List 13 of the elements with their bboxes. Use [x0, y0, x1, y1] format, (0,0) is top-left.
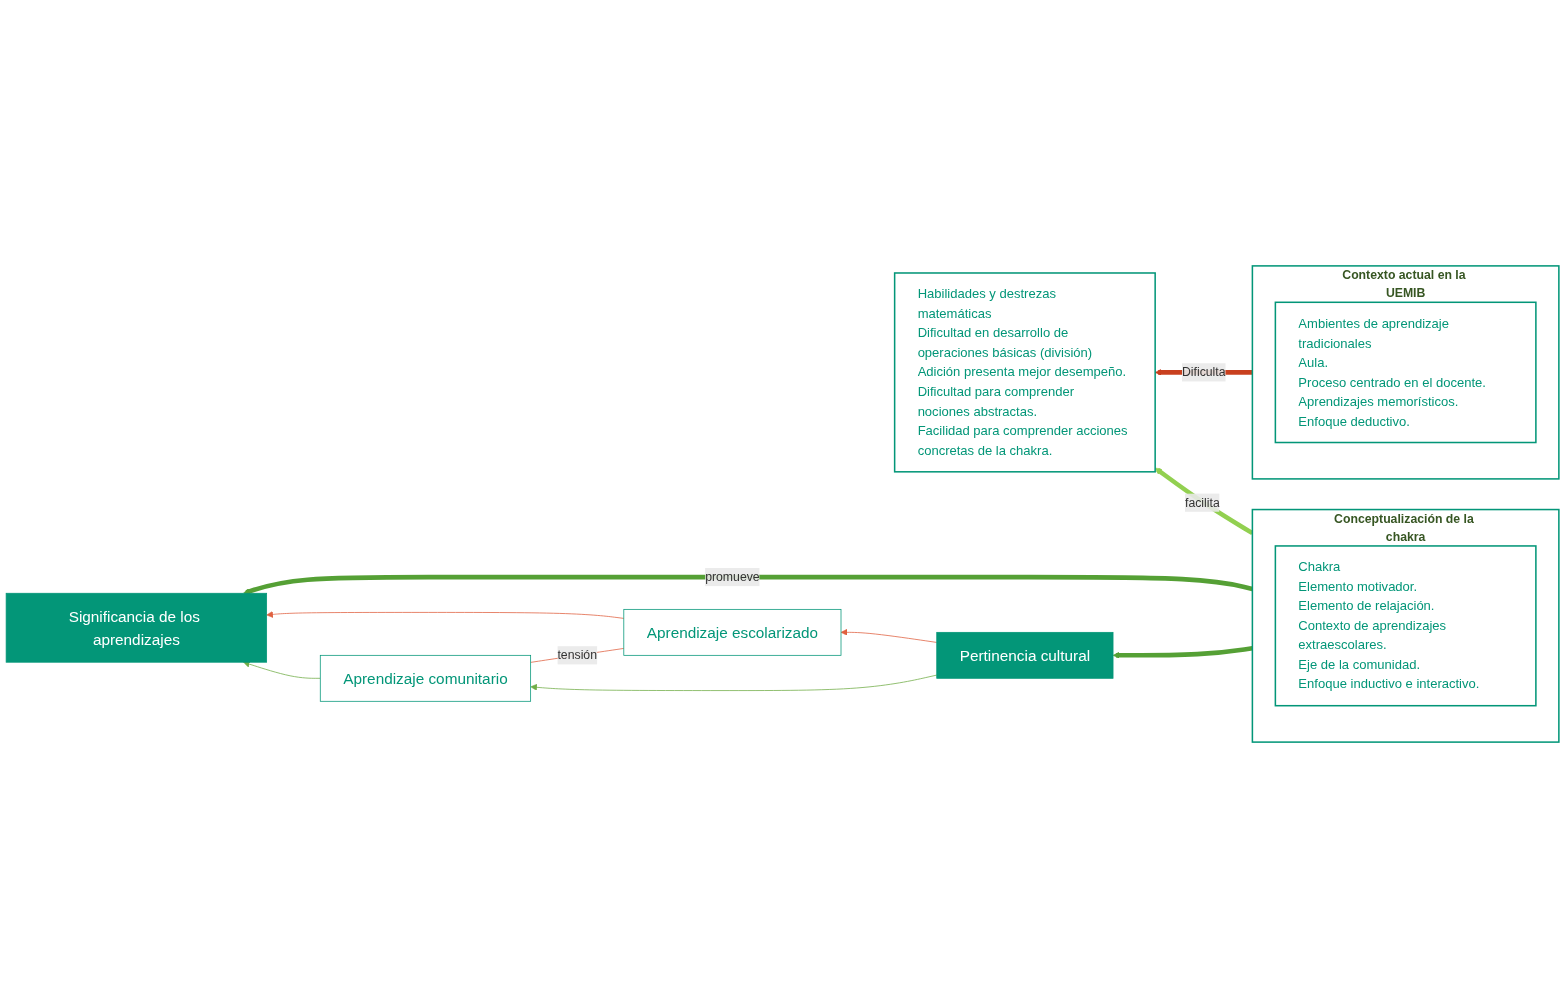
arrow [1112, 645, 1253, 659]
node-box: Habilidades y destrezas matemáticas Dificultad en desarrollo de operaciones básicas (división) Adición presenta mejor desempeño. Dificultad para comprender nociones abstractas. Facilidad para comprender acciones concretas de la chakra. [893, 272, 1156, 473]
node-box: Significancia de los aprendizajes [5, 592, 268, 663]
edge-label: facilita [1184, 495, 1220, 509]
arrow [243, 574, 1253, 595]
node-box: Chakra Elemento motivador. Elemento de relajación. Contexto de aprendizajes extraescolares. Eje de la comunidad. Enfoque inductivo e interactivo. [1274, 545, 1537, 707]
edge-label: promueve [705, 570, 760, 584]
node-box: Aprendizaje comunitario [319, 654, 532, 702]
edge-label: Dificulta [1181, 365, 1226, 379]
node-box: Pertinencia cultural [936, 631, 1114, 679]
node-box: Aprendizaje escolarizado [623, 608, 842, 656]
edge-label: tensión [557, 648, 597, 662]
node-box: Ambientes de aprendizaje tradicionales Aula. Proceso centrado en el docente. Aprendizajes memorísticos. Enfoque deductivo. [1274, 301, 1537, 444]
